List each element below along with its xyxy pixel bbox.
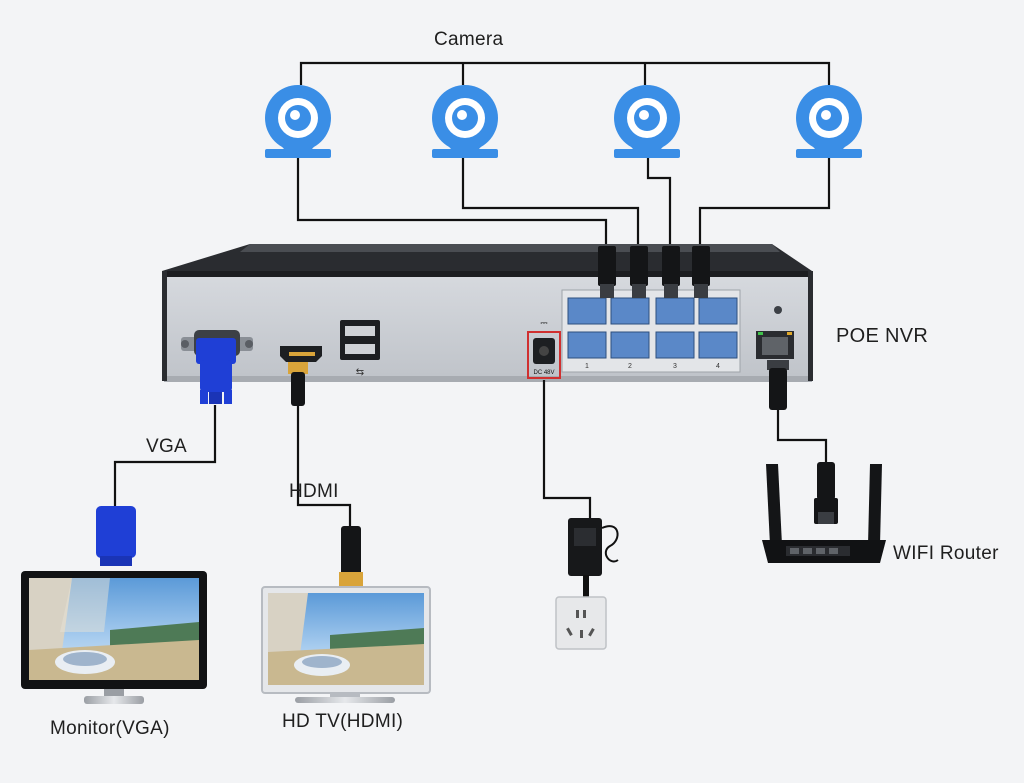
vga-connector-top <box>196 338 236 404</box>
camera-3 <box>614 85 680 158</box>
monitor-icon <box>21 506 207 704</box>
webcam-icon <box>432 85 498 158</box>
wifi-router-icon <box>762 462 886 563</box>
wall-outlet-icon <box>555 596 607 650</box>
camera-2 <box>432 85 498 158</box>
poe-ports: 1 2 3 4 <box>561 289 741 373</box>
poe-nvr: ⇆ DC 48V ⎓ 1 2 <box>162 244 813 382</box>
svg-text:⎓: ⎓ <box>540 318 547 328</box>
usb-ports: ⇆ <box>340 320 380 378</box>
webcam-icon <box>265 85 331 158</box>
port-label-4: 4 <box>716 363 720 370</box>
output-cables <box>113 380 828 528</box>
port-label-3: 3 <box>673 363 677 370</box>
tv-label: HD TV(HDMI) <box>282 711 404 732</box>
power-adapter <box>568 518 619 599</box>
hd-tv <box>261 526 431 703</box>
tv-icon <box>261 526 431 703</box>
dc-label: DC 48V <box>533 370 554 376</box>
camera-bus-lines <box>296 61 831 248</box>
camera-label: Camera <box>434 29 504 50</box>
hdmi-port <box>280 346 322 362</box>
webcam-icon <box>796 85 862 158</box>
camera-rj45-plugs <box>598 246 710 298</box>
power-adapter-icon <box>568 518 619 599</box>
vga-label: VGA <box>146 436 188 457</box>
hdmi-connector-top <box>288 362 308 406</box>
port-number-labels: 1 2 3 4 <box>585 363 720 370</box>
camera-4 <box>796 85 862 158</box>
monitor <box>21 506 207 704</box>
wall-outlet <box>555 596 607 650</box>
wifi-router <box>762 462 886 563</box>
monitor-label: Monitor(VGA) <box>50 718 170 739</box>
hdmi-label: HDMI <box>289 481 339 502</box>
lan-connector-top <box>767 360 789 410</box>
nvr-label: POE NVR <box>836 325 929 347</box>
port-label-1: 1 <box>585 363 589 370</box>
router-label: WIFI Router <box>893 543 999 564</box>
camera-1 <box>265 85 331 158</box>
svg-text:⇆: ⇆ <box>356 367 364 378</box>
dc-jack: DC 48V ⎓ <box>527 318 561 379</box>
lan-port <box>756 306 794 359</box>
poe-port-group <box>567 297 738 359</box>
port-label-2: 2 <box>628 363 632 370</box>
webcam-icon <box>614 85 680 158</box>
